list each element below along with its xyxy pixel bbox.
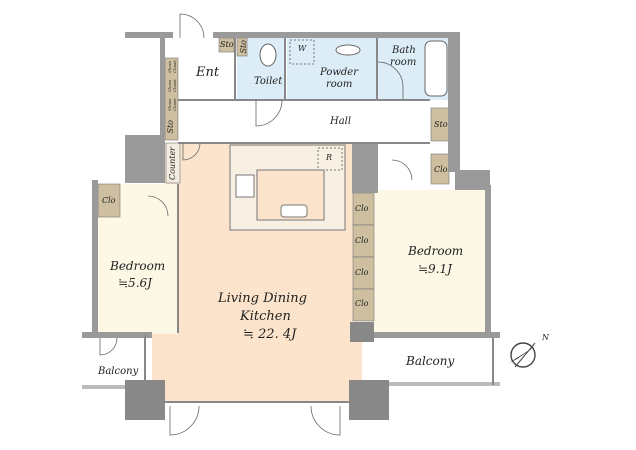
bedroom-left-balcony-door [99,337,118,356]
refrigerator-label: R [326,153,333,162]
washer-space [289,39,315,65]
wall [455,170,490,190]
toilet-door [255,99,283,127]
room-label-hall: Hall [330,116,352,127]
ldk-area-label: ≒ 22. 4J [243,327,297,342]
closet-right-4 [352,288,375,322]
room-label-powder-2: room [326,79,353,90]
room-label-bath-2: room [390,57,417,68]
wall [125,32,173,38]
wall [213,32,460,38]
wall [352,143,378,193]
closet-label-right-1: Clo [355,204,369,213]
balcony-right-label: Balcony [406,354,455,368]
wall [448,32,460,172]
room-label-toilet: Toilet [254,76,283,87]
wall [160,38,165,138]
wall [125,135,165,183]
closet-label-right-4: Clo [355,299,369,308]
balcony-door-right [310,405,341,436]
column [125,380,165,420]
room-label-washer: W [298,44,307,53]
closet-label-right-3: Clo [355,268,369,277]
wall [82,332,152,338]
counter [165,142,181,184]
room-label-bath-1: Bath [392,45,416,56]
wall [485,185,491,335]
column [349,380,389,420]
wall [360,332,500,338]
entry-door [179,13,205,39]
closet-label-right-2: Clo [355,236,369,245]
wall [372,382,500,386]
shoe-closet-label-b: Shoes Closet [167,79,177,93]
bedroom-left-name: Bedroom [110,259,166,273]
storage-label-left: Sto [166,120,175,134]
closet-label-left: Clo [102,196,116,205]
shoe-closet-label-a: Shoes Closet [167,60,177,74]
stove [235,174,255,198]
toilet-fixture [259,43,277,67]
ldk-door [182,142,201,161]
powder-area [287,38,377,100]
washbasin [335,44,361,56]
column [350,322,374,342]
compass-north-label: N [542,333,549,342]
storage-label-top-a: Sto [220,40,234,49]
wall [82,385,152,389]
wall [92,180,98,335]
bathtub [424,40,448,97]
ldk-name-2: Kitchen [240,309,291,324]
ldk-name-1: Living Dining [218,291,307,306]
bedroom-right-name: Bedroom [408,244,464,258]
counter-label: Counter [168,147,177,181]
bedroom-left-door [147,195,169,217]
bath-door [377,61,404,100]
sink [280,204,308,218]
north-compass-icon [509,342,537,368]
refrigerator-space [317,147,343,171]
ldk-area-lower [152,330,362,402]
shoe-closet-label-c: Shoes Closet [167,98,177,112]
bedroom-right-area [373,190,485,333]
storage-label-right: Sto [434,120,448,129]
bedroom-right-door [391,159,413,181]
storage-label-top-b: Sto [239,40,248,54]
balcony-door-left [169,405,200,436]
bedroom-right-area-label: ≒9.1J [418,262,452,276]
closet-label-right-top: Clo [434,165,448,174]
room-label-powder-1: Powder [320,67,359,78]
room-label-entrance: Ent [196,65,220,80]
bedroom-left-area-label: ≒5.6J [118,276,152,290]
balcony-left-label: Balcony [98,366,139,377]
